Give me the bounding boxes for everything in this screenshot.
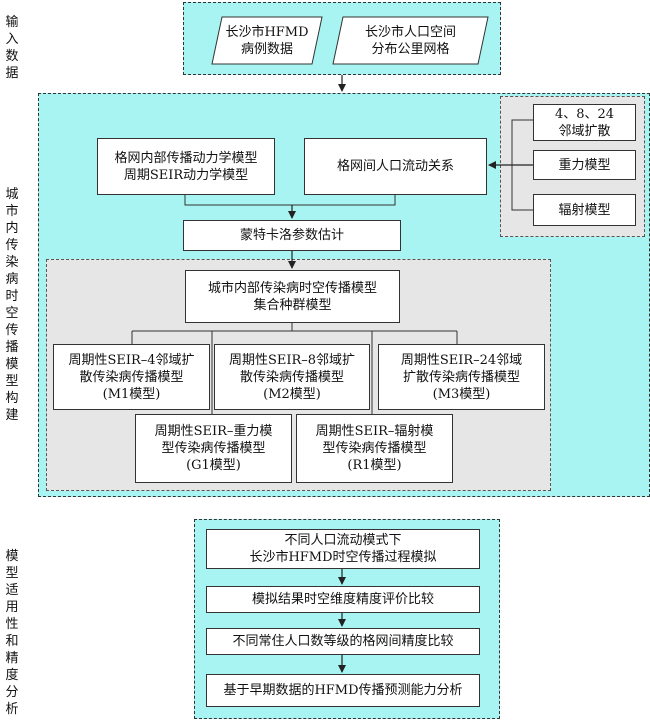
analysis-step-prediction: 基于早期数据的HFMD传播预测能力分析 bbox=[206, 674, 480, 707]
gravity-model-box: 重力模型 bbox=[533, 150, 636, 180]
analysis-step-grid-accuracy: 不同常住人口数等级的格网间精度比较 bbox=[206, 628, 480, 655]
model-m2-box: 周期性SEIR–8邻域扩 散传染病传播模型 (M2模型) bbox=[214, 344, 370, 410]
model-m3-box: 周期性SEIR–24邻域 扩散传染病传播模型 (M3模型) bbox=[378, 344, 545, 410]
side-label-model-construction: 城市内传染病时空传播模型构建 bbox=[5, 187, 19, 423]
side-label-input: 输入数据 bbox=[5, 15, 19, 81]
model-r1-box: 周期性SEIR–辐射模 型传染病传播模型 (R1模型) bbox=[296, 414, 453, 483]
input-hfmd-cases: 长沙市HFMD 病例数据 bbox=[225, 24, 309, 57]
neighbor-diffusion-box: 4、8、24 邻域扩散 bbox=[533, 104, 636, 141]
analysis-step-simulation: 不同人口流动模式下 长沙市HFMD时空传播过程模拟 bbox=[206, 529, 480, 569]
input-hfmd-shape bbox=[211, 16, 323, 65]
analysis-step-accuracy-evaluation: 模拟结果时空维度精度评价比较 bbox=[206, 586, 480, 613]
metapopulation-model-box: 城市内部传染病时空传播模型 集合种群模型 bbox=[185, 270, 400, 323]
radiation-model-box: 辐射模型 bbox=[533, 194, 636, 226]
input-population-shape bbox=[332, 16, 489, 65]
input-population-grid: 长沙市人口空间 分布公里网格 bbox=[364, 24, 456, 57]
side-label-analysis: 模型适用性和精度分析 bbox=[5, 549, 19, 717]
model-m1-box: 周期性SEIR–4邻域扩 散传染病传播模型 (M1模型) bbox=[53, 344, 210, 410]
monte-carlo-estimation-box: 蒙特卡洛参数估计 bbox=[183, 220, 401, 251]
seir-dynamics-box: 格网内部传播动力学模型 周期SEIR动力学模型 bbox=[97, 138, 275, 195]
model-g1-box: 周期性SEIR–重力模 型传染病传播模型 (G1模型) bbox=[135, 414, 292, 483]
population-flow-box: 格网间人口流动关系 bbox=[304, 138, 487, 195]
